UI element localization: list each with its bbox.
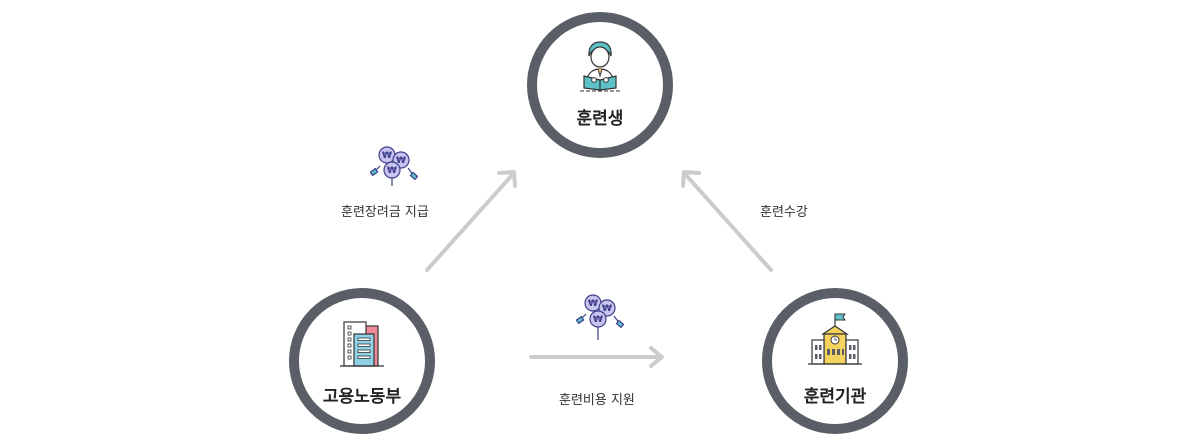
arrow-institution-to-trainee [681, 170, 773, 272]
svg-text:₩: ₩ [593, 315, 603, 325]
won-coins-icon: ₩₩₩ [576, 294, 624, 340]
node-ministry: 고용노동부 [289, 288, 435, 434]
arrow-ministry-to-trainee [425, 170, 517, 272]
node-label-ministry: 고용노동부 [322, 387, 402, 407]
node-institution: 훈련기관 [762, 288, 908, 434]
office-building-icon [340, 321, 384, 367]
svg-text:₩: ₩ [387, 166, 397, 176]
node-label-institution: 훈련기관 [803, 387, 867, 407]
edge-label-course: 훈련수강 [760, 205, 808, 220]
svg-text:₩: ₩ [602, 304, 612, 314]
arrow-ministry-to-institution [529, 346, 664, 368]
won-coins-icon: ₩₩₩ [370, 146, 418, 186]
trainee-reading-icon [580, 41, 620, 92]
svg-text:₩: ₩ [588, 299, 598, 309]
node-label-trainee: 훈련생 [576, 109, 624, 129]
school-building-icon [808, 313, 862, 365]
node-trainee: 훈련생 [527, 12, 673, 158]
edge-label-cost: 훈련비용 지원 [559, 393, 635, 408]
svg-text:₩: ₩ [396, 156, 406, 166]
edge-label-allowance: 훈련장려금 지급 [341, 205, 429, 220]
svg-text:₩: ₩ [382, 151, 392, 161]
